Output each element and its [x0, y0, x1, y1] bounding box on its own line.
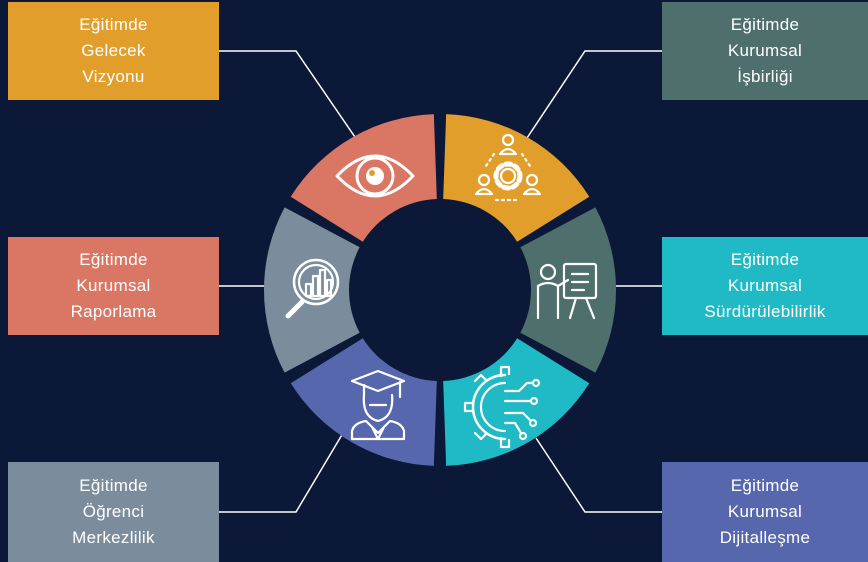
connector-digital — [535, 437, 662, 513]
label-vision: Eğitimde Gelecek Vizyonu — [8, 2, 219, 100]
digital-gear-circuit-icon — [463, 365, 541, 449]
team-collaboration-icon — [474, 133, 542, 202]
label-digitalization: Eğitimde Kurumsal Dijitalleşme — [662, 462, 868, 562]
label-vision-line-3: Vizyonu — [82, 67, 145, 86]
label-digitalization-line-2: Kurumsal — [727, 502, 803, 521]
graduate-student-icon — [350, 369, 406, 441]
eye-icon — [335, 154, 415, 198]
segment-collab — [520, 207, 617, 373]
presentation-teacher-icon — [536, 262, 598, 320]
label-reporting: Eğitimde Kurumsal Raporlama — [8, 237, 219, 335]
label-vision-line-1: Eğitimde — [79, 15, 148, 34]
label-collaboration-line-2: Kurumsal — [727, 41, 803, 60]
label-reporting-line-1: Eğitimde — [79, 250, 148, 269]
connector-vision — [219, 50, 358, 141]
connector-collab — [526, 50, 662, 139]
label-student-centered-line-2: Öğrenci — [82, 502, 145, 521]
label-collaboration: Eğitimde Kurumsal İşbirliği — [662, 2, 868, 100]
label-reporting-line-3: Raporlama — [70, 302, 157, 321]
label-student-centered-line-3: Merkezlilik — [72, 528, 155, 547]
connector-student — [219, 427, 347, 513]
segment-vision — [443, 114, 590, 242]
label-sustainability-line-1: Eğitimde — [730, 250, 800, 269]
label-digitalization-line-3: Dijitalleşme — [719, 528, 811, 547]
label-digitalization-line-1: Eğitimde — [730, 476, 800, 495]
label-sustainability-line-3: Sürdürülebilirlik — [704, 302, 826, 321]
label-sustainability: Eğitimde Kurumsal Sürdürülebilirlik — [662, 237, 868, 335]
label-student-centered-line-1: Eğitimde — [79, 476, 148, 495]
connector-lines — [219, 50, 662, 513]
label-collaboration-line-3: İşbirliği — [737, 67, 793, 86]
label-student-centered: Eğitimde Öğrenci Merkezlilik — [8, 462, 219, 562]
label-sustainability-line-2: Kurumsal — [727, 276, 803, 295]
label-collaboration-line-1: Eğitimde — [730, 15, 800, 34]
label-vision-line-2: Gelecek — [81, 41, 146, 60]
segment-report — [290, 114, 437, 242]
label-reporting-line-2: Kurumsal — [76, 276, 151, 295]
magnifier-chart-icon — [285, 258, 340, 319]
